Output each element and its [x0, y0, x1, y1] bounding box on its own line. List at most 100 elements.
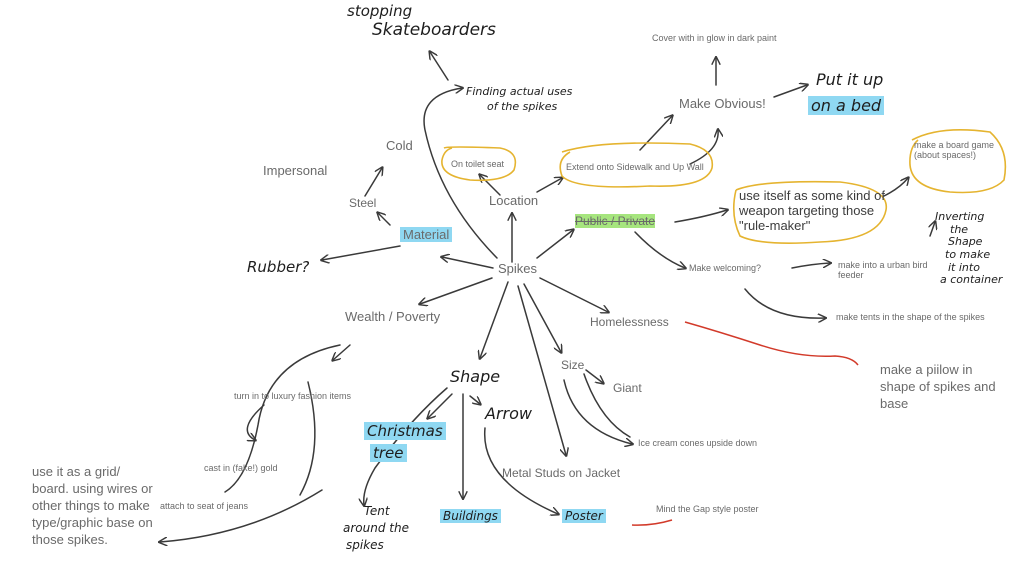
node-location: Location — [489, 193, 539, 208]
handwritten-finding-uses: Finding actual uses — [466, 85, 573, 98]
link-weapon-boardgame — [883, 178, 908, 197]
center-node-spikes: Spikes — [498, 261, 538, 276]
handwritten-inverting-3: Shape — [948, 235, 983, 248]
node-jeans: attach to seat of jeans — [160, 501, 249, 511]
link-location-sidewalk — [536, 178, 562, 193]
link-material-rubber — [322, 245, 401, 260]
node-ice-cream: Ice cream cones upside down — [638, 438, 758, 448]
node-tents: make tents in the shape of the spikes — [836, 312, 985, 322]
link-inverting — [930, 222, 935, 237]
link-spikes-public — [536, 230, 573, 259]
link-sidewalk-obvious — [639, 116, 672, 151]
link-spikes-shape — [480, 281, 509, 358]
link-spikes-studs — [517, 285, 566, 455]
link-shape-christmas — [428, 393, 453, 418]
link-public-welcoming — [634, 231, 685, 268]
link-obvious-bed — [773, 85, 807, 98]
handwritten-put-it-up: Put it up — [816, 70, 884, 89]
link-public-weapon — [674, 210, 727, 223]
handwritten-tent-2: around the — [343, 521, 409, 535]
node-mind-gap: Mind the Gap style poster — [656, 504, 759, 514]
node-material-label: Material — [400, 227, 453, 242]
handwritten-poster: Poster — [562, 509, 606, 523]
link-material-steel — [378, 213, 391, 226]
handwritten-inverting-4: to make — [945, 248, 991, 261]
link-size-icecream2 — [583, 373, 631, 438]
handwritten-inverting-2: the — [950, 223, 969, 236]
handwritten-arrow: Arrow — [485, 404, 532, 423]
node-pillow: make a piilow in shape of spikes and bas… — [880, 362, 996, 411]
handwritten-buildings: Buildings — [440, 509, 501, 523]
handwritten-inverting-1: Inverting — [935, 210, 985, 223]
node-toilet-seat: On toilet seat — [451, 159, 505, 169]
node-size: Size — [561, 358, 585, 372]
handwritten-christmas: Christmas — [364, 422, 446, 440]
link-finding-stopping — [430, 52, 449, 81]
link-luxury-grid — [299, 381, 316, 496]
handwritten-on-a-bed-label: on a bed — [808, 96, 885, 115]
handwritten-skateboarders: Skateboarders — [372, 20, 496, 40]
link-size-icecream — [563, 379, 632, 444]
handwritten-rubber: Rubber? — [247, 258, 310, 276]
circle-toilet — [441, 146, 517, 182]
link-spikes-size — [523, 283, 561, 352]
link-shape-tent — [364, 387, 448, 505]
circle-boardgame — [909, 128, 1007, 194]
node-make-obvious: Make Obvious! — [679, 96, 766, 111]
node-board-game: make a board game (about spaces!) — [914, 140, 995, 161]
node-gold: cast in (fake!) gold — [204, 463, 278, 473]
squiggle-mindgap — [631, 519, 673, 526]
link-arrow-poster — [483, 427, 558, 514]
link-shape-arrow — [469, 395, 480, 404]
circle-sidewalk — [559, 142, 714, 188]
handwritten-christmas-label: Christmas — [364, 422, 446, 440]
link-steel-cold — [364, 168, 382, 197]
node-steel: Steel — [349, 196, 377, 210]
link-location-toilet — [480, 175, 501, 196]
link-size-giant — [585, 369, 603, 383]
link-jeans-grid — [160, 489, 323, 542]
node-homelessness: Homelessness — [590, 315, 669, 329]
link-welcoming-bird — [791, 263, 830, 269]
link-spikes-wealth — [420, 277, 493, 304]
node-bird-feeder-2: feeder — [838, 270, 864, 280]
handwritten-poster-label: Poster — [562, 509, 606, 523]
handwritten-inverting-6: a container — [940, 273, 1003, 286]
node-luxury: turn in to luxury fashion items — [234, 391, 352, 401]
link-welcoming-tents — [744, 288, 825, 318]
link-luxury-gold — [247, 404, 265, 440]
link-spikes-finding — [423, 88, 498, 259]
node-giant: Giant — [613, 381, 642, 395]
link-wealth-luxury — [333, 344, 351, 360]
node-sidewalk: Extend onto Sidewalk and Up Wall — [566, 162, 704, 172]
handwritten-inverting-5: it into — [948, 261, 980, 274]
node-cold: Cold — [386, 138, 413, 153]
node-glow-paint: Cover with in glow in dark paint — [652, 33, 777, 43]
node-welcoming: Make welcoming? — [689, 263, 762, 273]
node-bird-feeder: make into a urban bird — [838, 260, 928, 270]
handwritten-tree: tree — [370, 444, 407, 462]
handwritten-tent-1: Tent — [364, 504, 390, 518]
node-wealth-poverty: Wealth / Poverty — [345, 309, 441, 324]
node-public-private-label: Public / Private — [575, 214, 656, 228]
node-grid: use it as a grid/ board. using wires or … — [32, 464, 153, 547]
handwritten-shape: Shape — [450, 367, 501, 386]
link-spikes-homeless — [539, 277, 608, 312]
circle-weapon — [732, 180, 888, 244]
link-wealth-jeans — [224, 344, 341, 493]
squiggle-homeless — [684, 321, 859, 366]
link-sidewalk-obvious2 — [689, 130, 718, 165]
node-metal-studs: Metal Studs on Jacket — [502, 466, 621, 480]
handwritten-tree-label: tree — [370, 444, 407, 462]
handwritten-on-a-bed: on a bed — [808, 96, 885, 115]
node-weapon: use itself as some kind of weapon target… — [739, 188, 885, 233]
node-public-private: Public / Private — [575, 214, 656, 229]
handwritten-tent-3: spikes — [346, 538, 384, 552]
link-spikes-material — [442, 257, 494, 269]
handwritten-finding-uses-2: of the spikes — [487, 100, 558, 113]
node-material: Material — [400, 227, 453, 243]
node-impersonal: Impersonal — [263, 163, 328, 178]
handwritten-buildings-label: Buildings — [440, 509, 501, 523]
